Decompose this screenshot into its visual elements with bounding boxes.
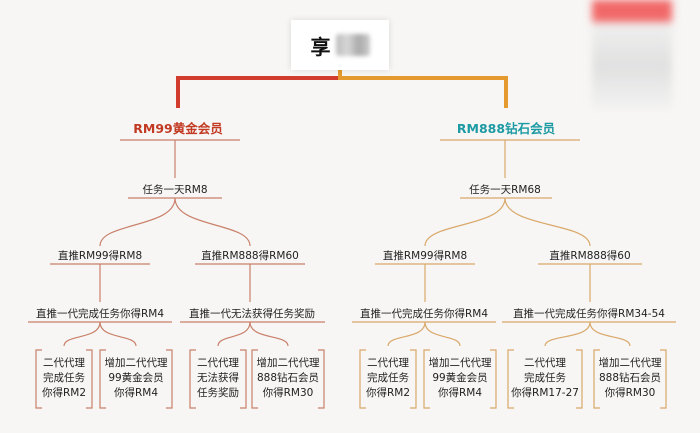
left-branch-b-label: 直推RM888得RM60 — [201, 250, 299, 262]
left-sub-b-label: 直推一代无法获得任务奖励 — [189, 308, 315, 320]
title-text: 享 — [310, 34, 333, 59]
left-sub-a-branch — [63, 321, 137, 347]
left-leaf4-bracket — [251, 349, 325, 409]
right-leaf1-label: 二代代理完成任务你得RM2 — [365, 357, 411, 399]
right-task-branch — [424, 197, 591, 247]
left-branch-a-label: 直推RM99得RM8 — [57, 250, 143, 262]
left-task-label: 任务一天RM8 — [142, 184, 208, 196]
top-bracket-right — [340, 76, 508, 108]
left-leaf3-label: 二代代理无法获得任务奖励 — [197, 357, 239, 399]
left-task-branch — [99, 197, 251, 247]
right-leaf2-bracket — [423, 349, 497, 409]
right-sub-b-label: 直推一代完成任务你得RM34-54 — [513, 308, 665, 320]
right-leaf3-label: 二代代理完成任务你得RM17-27 — [511, 357, 579, 399]
blurred-corner — [592, 0, 672, 110]
right-leaf3-bracket — [507, 349, 583, 409]
top-bracket-left — [176, 76, 340, 108]
left-leaf1-label: 二代代理完成任务你得RM2 — [41, 357, 87, 399]
title-box: 享 — [291, 20, 389, 70]
right-task-label: 任务一天RM68 — [469, 184, 541, 196]
right-branch-a-label: 直推RM99得RM8 — [382, 250, 468, 262]
right-sub-a-branch — [387, 321, 461, 347]
right-leaf1-bracket — [359, 349, 417, 409]
right-leaf4-bracket — [593, 349, 667, 409]
left-leaf3-bracket — [189, 349, 247, 409]
left-leaf2-bracket — [99, 349, 173, 409]
left-sub-a-label: 直推一代完成任务你得RM4 — [35, 308, 165, 320]
left-sub-b-branch — [217, 321, 289, 347]
right-sub-a-label: 直推一代完成任务你得RM4 — [359, 308, 489, 320]
right-tier-label: RM888钻石会员 — [456, 121, 556, 136]
title-blur-mask — [335, 34, 370, 56]
right-sub-b-branch — [544, 321, 631, 347]
left-tier-label: RM99黄金会员 — [133, 121, 223, 136]
right-branch-b-label: 直推RM888得60 — [549, 250, 631, 262]
left-leaf1-bracket — [35, 349, 93, 409]
